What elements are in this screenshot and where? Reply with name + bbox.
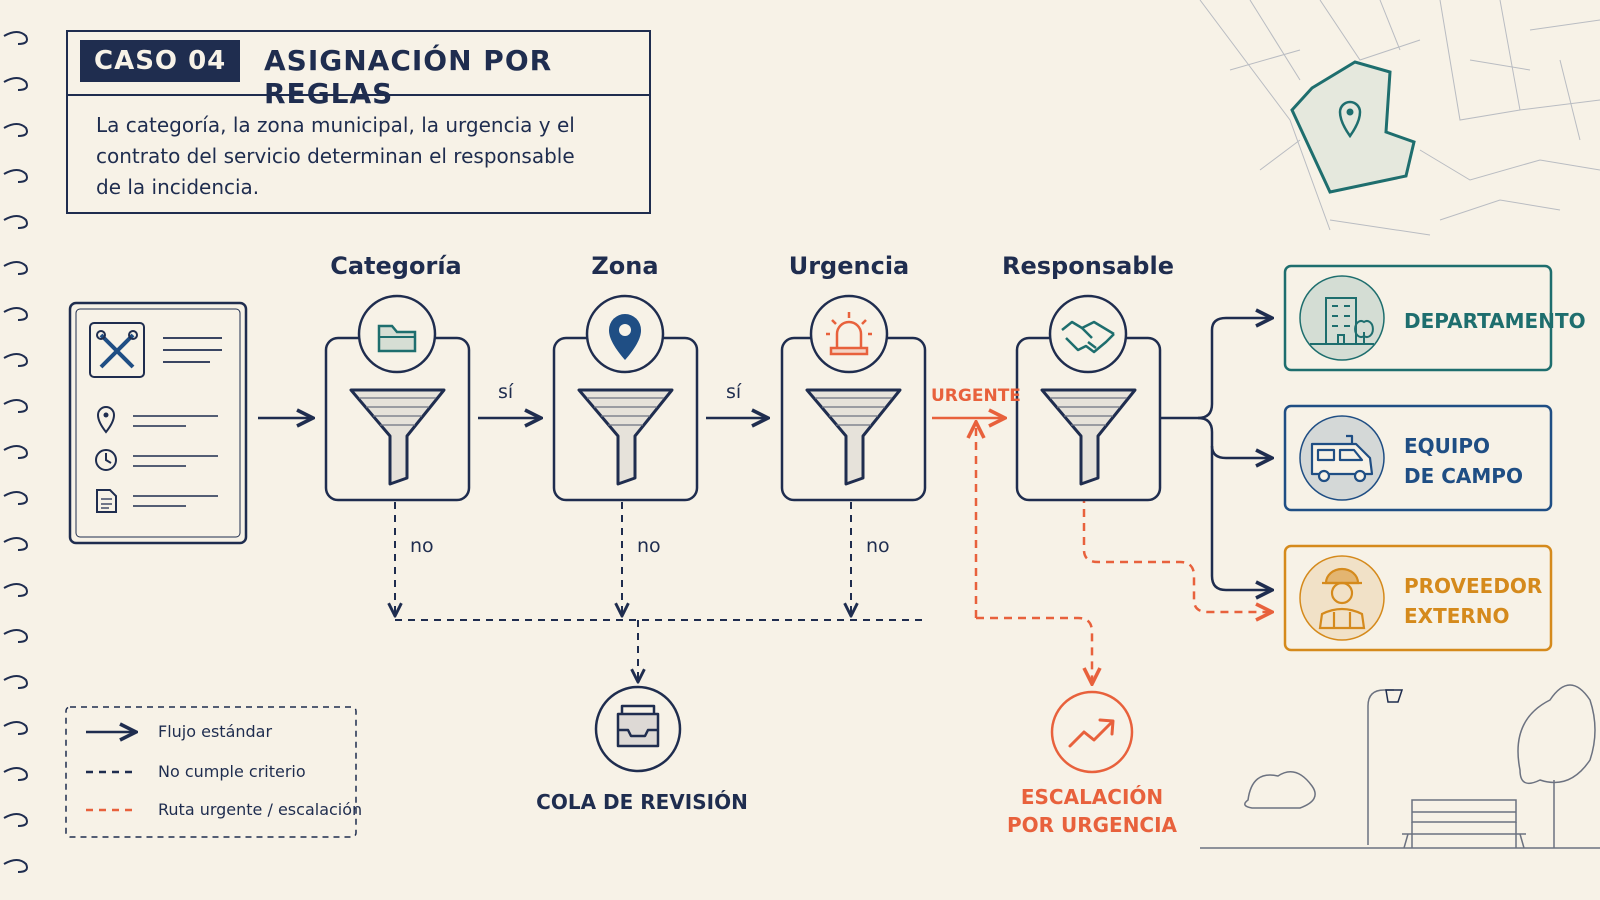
review-queue-node bbox=[594, 685, 682, 773]
worker-icon bbox=[1318, 567, 1366, 630]
rejection-flow-arrows bbox=[395, 502, 927, 682]
legend-label-urgent: Ruta urgente / escalación bbox=[158, 800, 363, 819]
case-header-box: CASO 04 Asignación por reglas La categor… bbox=[66, 30, 651, 214]
yes-label-1: sí bbox=[498, 381, 514, 403]
yes-label-2: sí bbox=[726, 381, 742, 403]
siren-icon bbox=[826, 312, 872, 356]
output-label-proveedor: PROVEEDOR bbox=[1404, 574, 1543, 598]
notebook-spiral bbox=[3, 31, 28, 873]
clock-icon bbox=[95, 449, 117, 471]
urgent-flow-arrows bbox=[932, 418, 1272, 684]
location-pin-icon bbox=[609, 314, 641, 360]
tools-icon bbox=[89, 322, 145, 378]
output-label-equipo: EQUIPO bbox=[1404, 434, 1491, 458]
pin-icon bbox=[96, 406, 116, 434]
no-label-2: no bbox=[637, 535, 661, 557]
urgent-label: URGENTE bbox=[931, 386, 1021, 406]
standard-flow-arrows bbox=[258, 318, 1272, 590]
header-divider bbox=[68, 94, 649, 96]
legend-label-no-criteria: No cumple criterio bbox=[158, 762, 306, 781]
zone-boundary bbox=[1290, 60, 1416, 194]
legend-label-standard: Flujo estándar bbox=[158, 722, 273, 741]
building-icon bbox=[1310, 297, 1374, 345]
filter-funnel-2 bbox=[577, 388, 674, 486]
document-icon bbox=[96, 489, 117, 513]
escalation-node bbox=[1050, 690, 1134, 774]
output-label-de-campo: DE CAMPO bbox=[1404, 464, 1523, 488]
case-title: Asignación por reglas bbox=[264, 44, 553, 110]
folder-icon bbox=[377, 324, 417, 353]
escalation-label-line2: POR URGENCIA bbox=[1006, 813, 1178, 837]
trending-up-icon bbox=[1068, 718, 1115, 748]
handshake-icon bbox=[1061, 320, 1115, 354]
no-label-3: no bbox=[866, 535, 890, 557]
case-tag: CASO 04 bbox=[80, 40, 241, 82]
map-pin-icon bbox=[1338, 100, 1362, 139]
stage-title-categoria: Categoría bbox=[330, 252, 462, 280]
legend-box bbox=[65, 706, 357, 838]
output-label-externo: EXTERNO bbox=[1404, 604, 1510, 628]
filter-funnel-4 bbox=[1040, 388, 1137, 486]
stage-title-zona: Zona bbox=[591, 252, 659, 280]
stage-title-urgencia: Urgencia bbox=[788, 252, 910, 280]
stage-title-responsable: Responsable bbox=[1002, 252, 1174, 280]
park-sketch bbox=[1200, 684, 1600, 849]
output-label-departamento: DEPARTAMENTO bbox=[1404, 309, 1586, 333]
filter-funnel-1 bbox=[349, 388, 446, 486]
incident-form bbox=[68, 301, 248, 545]
van-icon bbox=[1310, 434, 1374, 483]
no-label-1: no bbox=[410, 535, 434, 557]
filter-funnel-3 bbox=[805, 388, 902, 486]
escalation-label-line1: ESCALACIÓN bbox=[1020, 785, 1164, 809]
case-description: La categoría, la zona municipal, la urge… bbox=[96, 113, 575, 199]
review-queue-label: COLA DE REVISIÓN bbox=[536, 790, 748, 814]
inbox-tray-icon bbox=[616, 704, 660, 748]
city-map-sketch bbox=[1199, 0, 1600, 236]
